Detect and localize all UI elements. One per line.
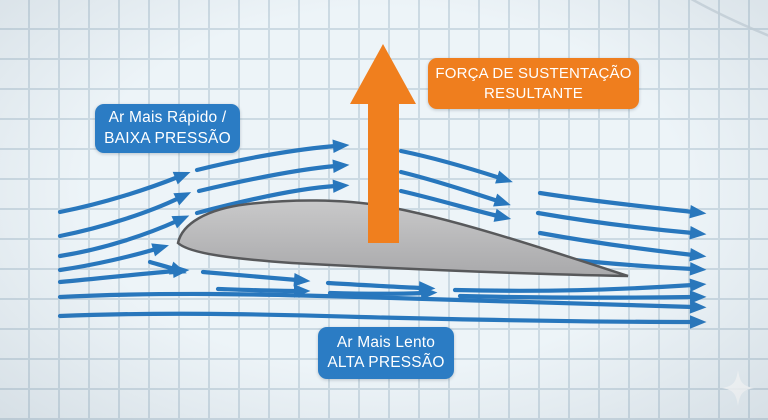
label-lift-force: FORÇA DE SUSTENTAÇÃO RESULTANTE <box>428 58 639 109</box>
label-line: Ar Mais Rápido / <box>108 109 227 127</box>
corner-sketch-line <box>690 0 768 37</box>
streamlines <box>57 139 707 329</box>
streamlines-left-fan <box>57 171 192 285</box>
lift-force-up-arrow <box>350 44 416 243</box>
label-line: Ar Mais Lento <box>336 333 436 351</box>
label-line: FORÇA DE SUSTENTAÇÃO <box>435 64 632 82</box>
sparkle-icon <box>722 370 754 406</box>
streamlines-upper-left <box>194 139 350 216</box>
label-line: RESULTANTE <box>484 84 583 102</box>
streamlines-lower <box>57 259 707 329</box>
label-line: ALTA PRESSÃO <box>327 354 445 371</box>
streamlines-trailing <box>535 190 707 276</box>
label-fast-air-low-pressure: Ar Mais Rápido / BAIXA PRESSÃO <box>95 104 240 153</box>
label-line: BAIXA PRESSÃO <box>104 129 231 147</box>
streamlines-upper-right <box>398 148 513 222</box>
airfoil-shape <box>176 199 629 278</box>
label-slow-air-high-pressure: Ar Mais Lento ALTA PRESSÃO <box>318 327 454 379</box>
